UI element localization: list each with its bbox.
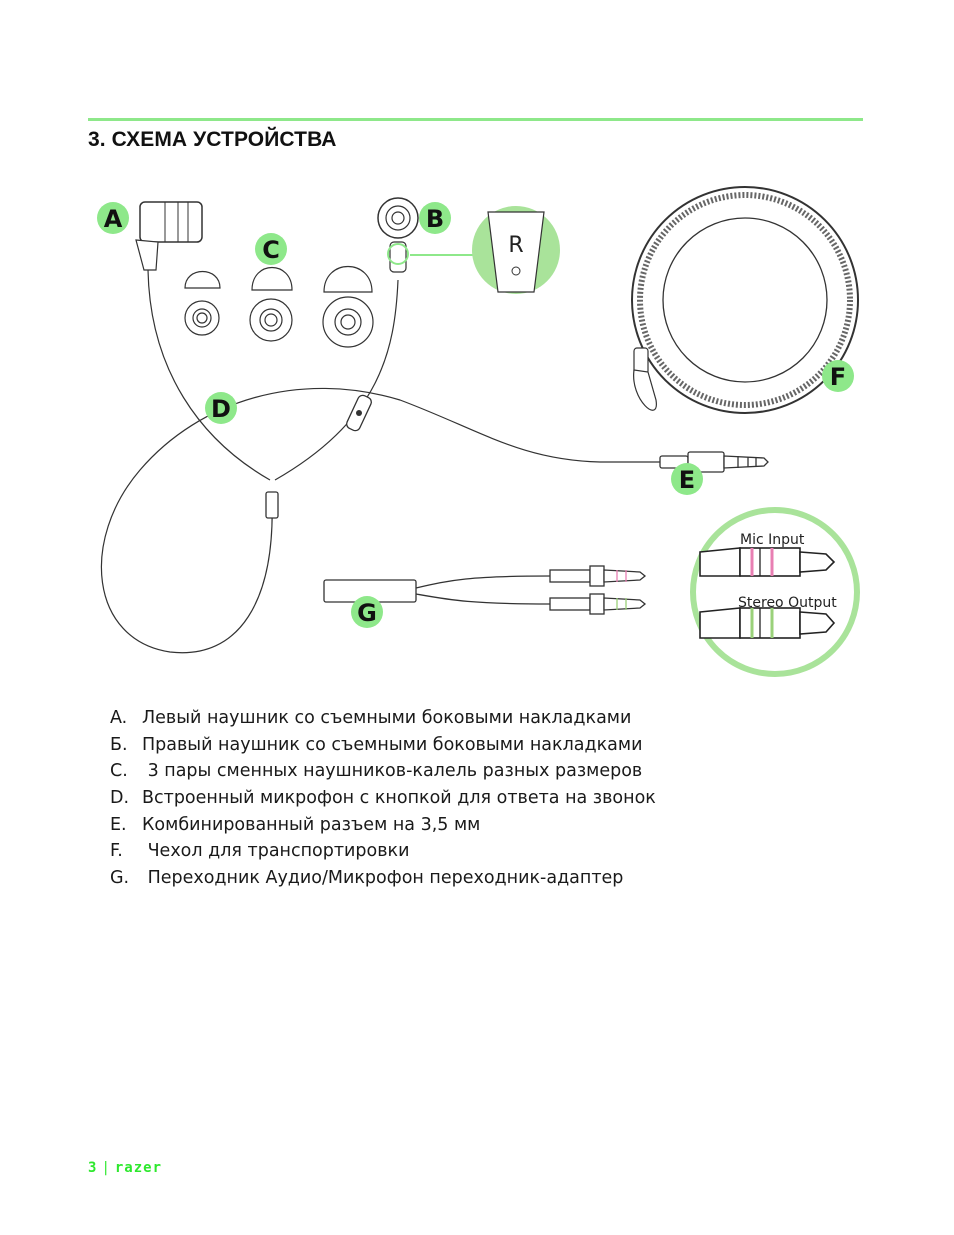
legend-item: Б.Правый наушник со съемными боковыми на…: [110, 734, 643, 755]
svg-text:A: A: [104, 205, 123, 233]
callout-d: D: [205, 392, 237, 424]
adapter-cable: [323, 565, 647, 615]
svg-text:E: E: [679, 466, 695, 494]
legend-item: C. 3 пары сменных наушников-калель разны…: [110, 761, 643, 782]
right-earbud: [377, 197, 475, 273]
legend-item: A.Левый наушник со съемными боковыми нак…: [110, 708, 632, 728]
svg-text:C: C: [262, 236, 280, 264]
callout-a: A: [97, 202, 129, 234]
device-diagram: R: [97, 186, 860, 677]
cable-right: [274, 279, 399, 481]
callout-f: F: [822, 360, 854, 392]
component-legend: A.Левый наушник со съемными боковыми нак…: [110, 705, 656, 892]
legend-item: F. Чехол для транспортировки: [110, 841, 410, 862]
cable-loop: [100, 387, 660, 654]
callout-e: E: [671, 463, 703, 495]
carry-case: [631, 186, 859, 414]
legend-item: G. Переходник Аудио/Микрофон переходник-…: [110, 868, 624, 889]
mic-input-label: Mic Input: [740, 532, 805, 548]
callout-c: C: [255, 233, 287, 265]
section-title: 3. СХЕМА УСТРОЙСТВА: [88, 128, 337, 151]
inline-mic: [346, 394, 372, 432]
brand-logo: razer: [114, 1160, 163, 1176]
page-number: 3: [88, 1160, 98, 1176]
stereo-output-label: Stereo Output: [738, 595, 837, 611]
svg-text:G: G: [357, 599, 377, 627]
plug-zoom: Mic Input Stereo Output: [690, 507, 860, 677]
header-rule: [88, 118, 863, 121]
svg-text:F: F: [830, 363, 846, 391]
cable-left: [147, 269, 271, 481]
callout-g: G: [351, 596, 383, 628]
svg-text:D: D: [211, 395, 231, 423]
ear-tips: [184, 266, 374, 348]
callout-b: B: [419, 202, 451, 234]
page-footer: 3|razer: [88, 1160, 162, 1176]
left-earbud: [135, 201, 203, 271]
zoom-right-marker: R: [472, 206, 560, 294]
svg-text:B: B: [426, 205, 444, 233]
zoom-label: R: [508, 233, 523, 258]
legend-item: D.Встроенный микрофон с кнопкой для отве…: [110, 788, 656, 809]
legend-item: E.Комбинированный разъем на 3,5 мм: [110, 814, 481, 835]
footer-separator: |: [101, 1160, 111, 1176]
cable-splitter: [265, 491, 279, 519]
